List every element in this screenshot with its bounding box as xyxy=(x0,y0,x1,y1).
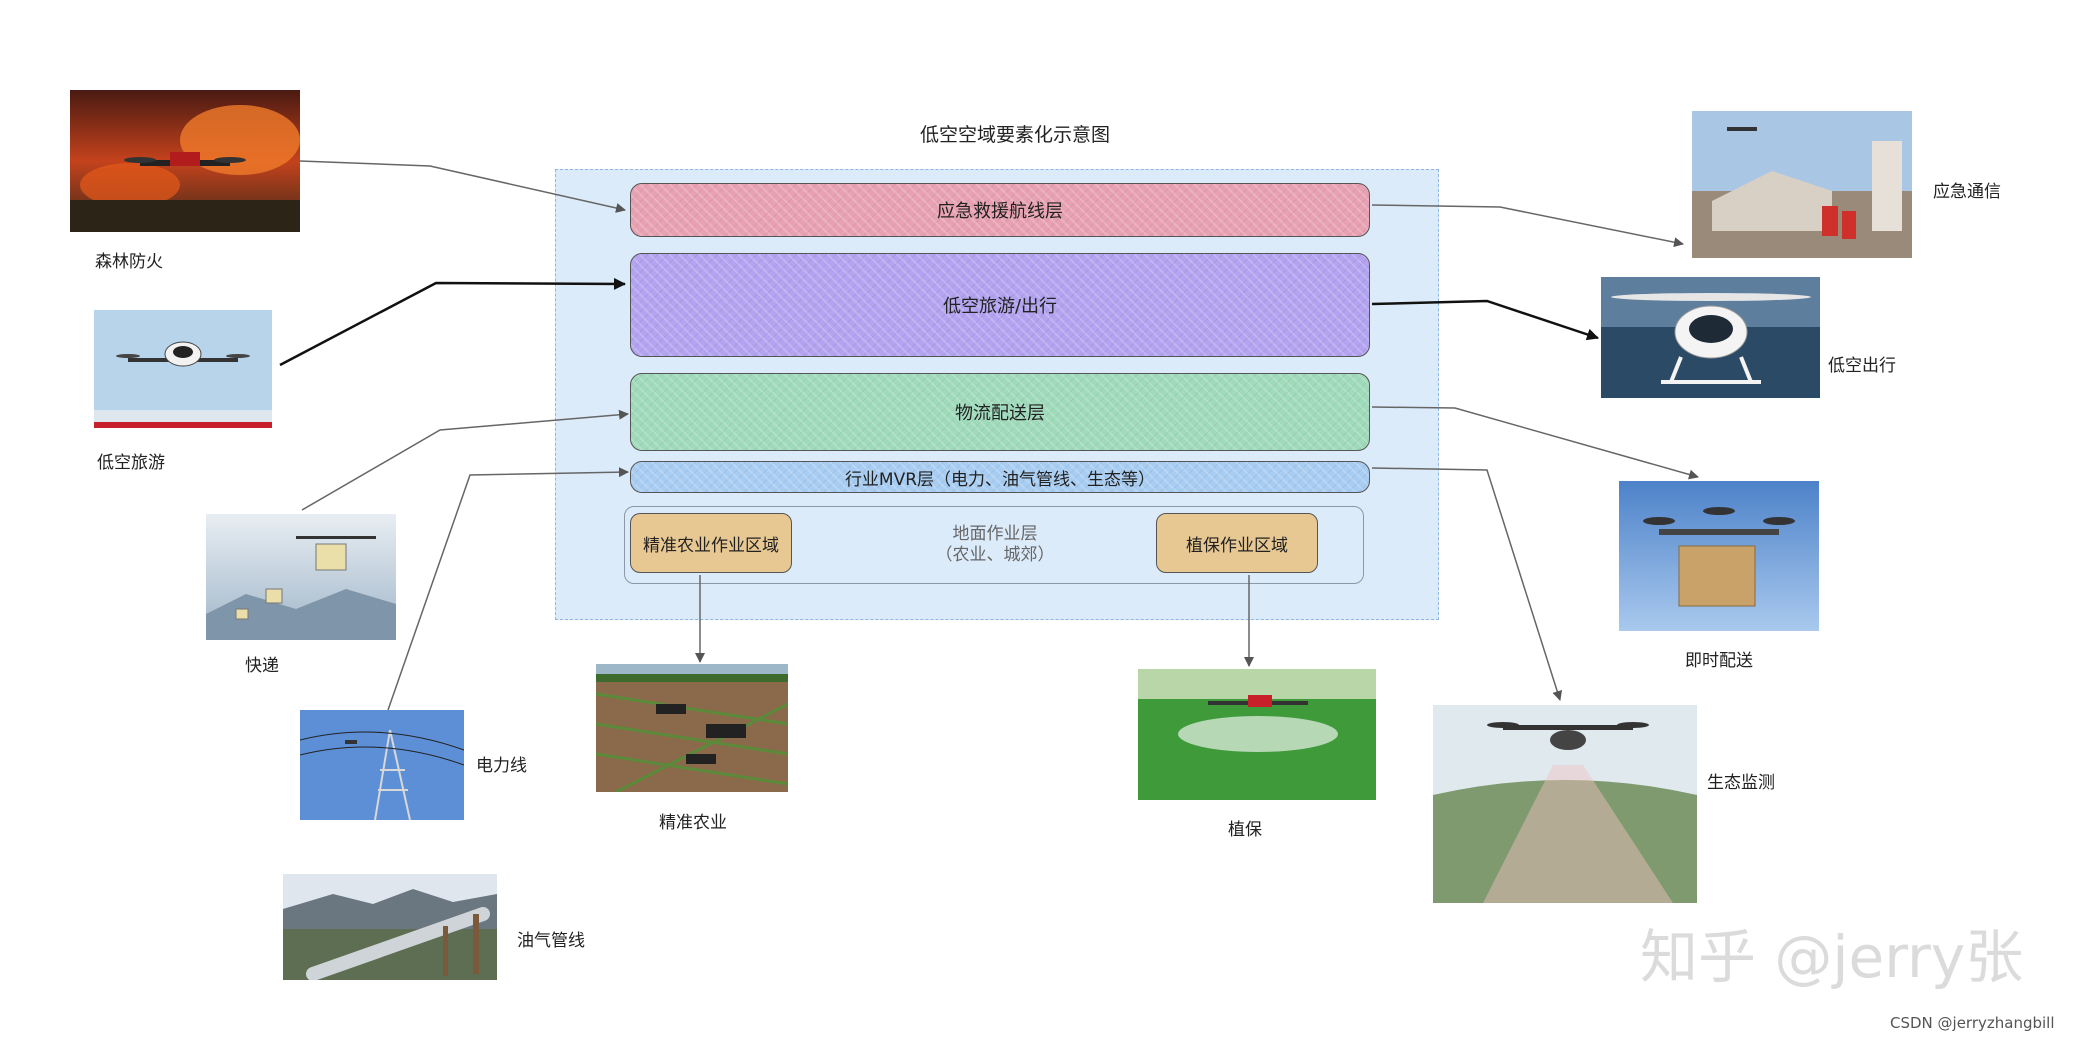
photo-instant-delivery xyxy=(1619,481,1819,631)
layer-low-altitude-tourism: 低空旅游/出行 xyxy=(630,253,1370,357)
photo-eco-monitoring xyxy=(1433,705,1697,903)
label-eco-monitoring: 生态监测 xyxy=(1707,773,1775,793)
label-forest-fire: 森林防火 xyxy=(95,252,163,272)
label-instant-delivery: 即时配送 xyxy=(1685,651,1753,671)
layer-logistics: 物流配送层 xyxy=(630,373,1370,451)
photo-forest-fire xyxy=(70,90,300,232)
label-precision-agriculture: 精准农业 xyxy=(659,813,727,833)
arrow-forest-fire xyxy=(299,160,626,213)
label-emergency-communication: 应急通信 xyxy=(1933,182,2001,202)
layer-industry-mvr: 行业MVR层（电力、油气管线、生态等） xyxy=(630,461,1370,493)
zone-plant-protection: 植保作业区域 xyxy=(1156,513,1318,573)
arrow-tourism-to-travel xyxy=(1371,299,1599,341)
diagram-title: 低空空域要素化示意图 xyxy=(919,124,1110,146)
ground-label-line2: （农业、城郊） xyxy=(935,545,1055,565)
photo-emergency-communication xyxy=(1692,111,1912,258)
ground-operation-layer xyxy=(624,506,1364,584)
photo-express-delivery xyxy=(206,514,396,640)
arrow-rescue-to-comm xyxy=(1371,204,1684,248)
zone-precision-agriculture: 精准农业作业区域 xyxy=(630,513,792,573)
photo-low-altitude-travel xyxy=(1601,277,1820,398)
label-low-altitude-travel: 低空出行 xyxy=(1828,356,1896,376)
arrow-low-tourism xyxy=(279,277,626,367)
label-oil-pipeline: 油气管线 xyxy=(517,931,585,951)
photo-power-line xyxy=(300,710,464,820)
arrow-express xyxy=(301,409,629,511)
photo-oil-pipeline xyxy=(283,874,497,980)
ground-layer-label: 地面作业层 （农业、城郊） xyxy=(900,524,1090,566)
label-express-delivery: 快递 xyxy=(245,656,279,676)
photo-low-altitude-tourism xyxy=(94,310,272,428)
label-low-altitude-tourism: 低空旅游 xyxy=(97,453,165,473)
layer-emergency-rescue: 应急救援航线层 xyxy=(630,183,1370,237)
watermark: 知乎 @jerry张 xyxy=(1640,923,2024,991)
photo-plant-protection xyxy=(1138,669,1376,800)
label-plant-protection: 植保 xyxy=(1228,820,1262,840)
credit-text: CSDN @jerryzhangbill xyxy=(1890,1014,2055,1032)
label-power-line: 电力线 xyxy=(476,756,527,776)
photo-precision-agriculture xyxy=(596,664,788,792)
arrow-mvr-to-eco xyxy=(1371,467,1563,701)
arrow-logistics-to-delivery xyxy=(1371,406,1699,480)
ground-label-line1: 地面作业层 xyxy=(952,524,1038,544)
arrow-power-line xyxy=(387,467,629,711)
